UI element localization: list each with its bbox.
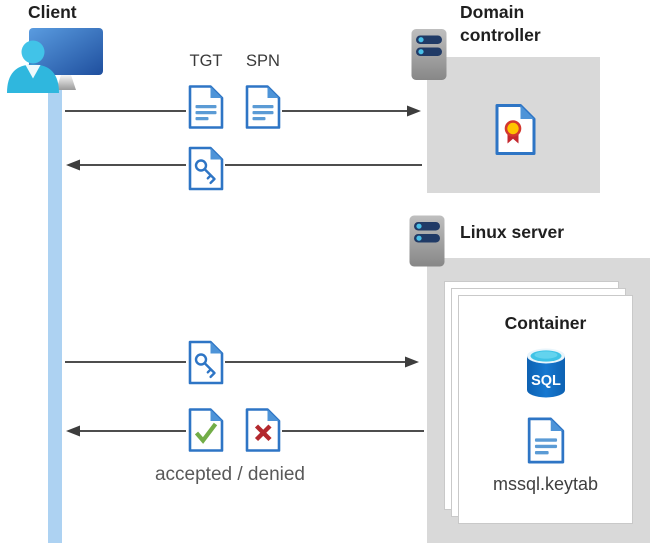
person-body: [7, 64, 59, 93]
key-document-icon: [188, 146, 224, 191]
person-collar: [25, 65, 41, 79]
arrow-client-to-linux: [65, 356, 419, 368]
tgt-document-icon: [188, 85, 224, 129]
tgt-label: TGT: [189, 52, 223, 70]
client-label: Client: [28, 2, 77, 22]
linux-server-icon: [409, 215, 445, 267]
person-head: [21, 40, 45, 64]
x-document-icon: [245, 408, 281, 452]
container-title: Container: [504, 313, 587, 333]
dc-server-icon: [411, 29, 447, 80]
arrow-client-to-dc: [65, 105, 421, 117]
keytab-filename: mssql.keytab: [492, 474, 599, 494]
monitor-stand: [56, 75, 76, 90]
accepted-denied-label: accepted / denied: [154, 464, 305, 485]
keytab-document-icon: [527, 417, 564, 464]
person-at-monitor-icon: [7, 28, 103, 93]
spn-label: SPN: [246, 52, 280, 70]
arrow-linux-to-client: [66, 425, 424, 437]
spn-document-icon: [245, 85, 281, 129]
container-card: Container SQL mssql.keytab: [458, 295, 633, 524]
certificate-document-icon: [495, 104, 536, 155]
check-document-icon: [188, 408, 224, 452]
client-lifeline: [48, 86, 62, 543]
linux-server-label: Linux server: [460, 222, 565, 242]
arrow-dc-to-client: [66, 159, 422, 171]
sql-badge-text: SQL: [531, 373, 561, 389]
domain-controller-label: Domain controller: [460, 2, 541, 45]
key-document-icon: [188, 340, 224, 385]
monitor-shape: [29, 28, 103, 75]
sql-database-icon: SQL: [526, 348, 565, 398]
